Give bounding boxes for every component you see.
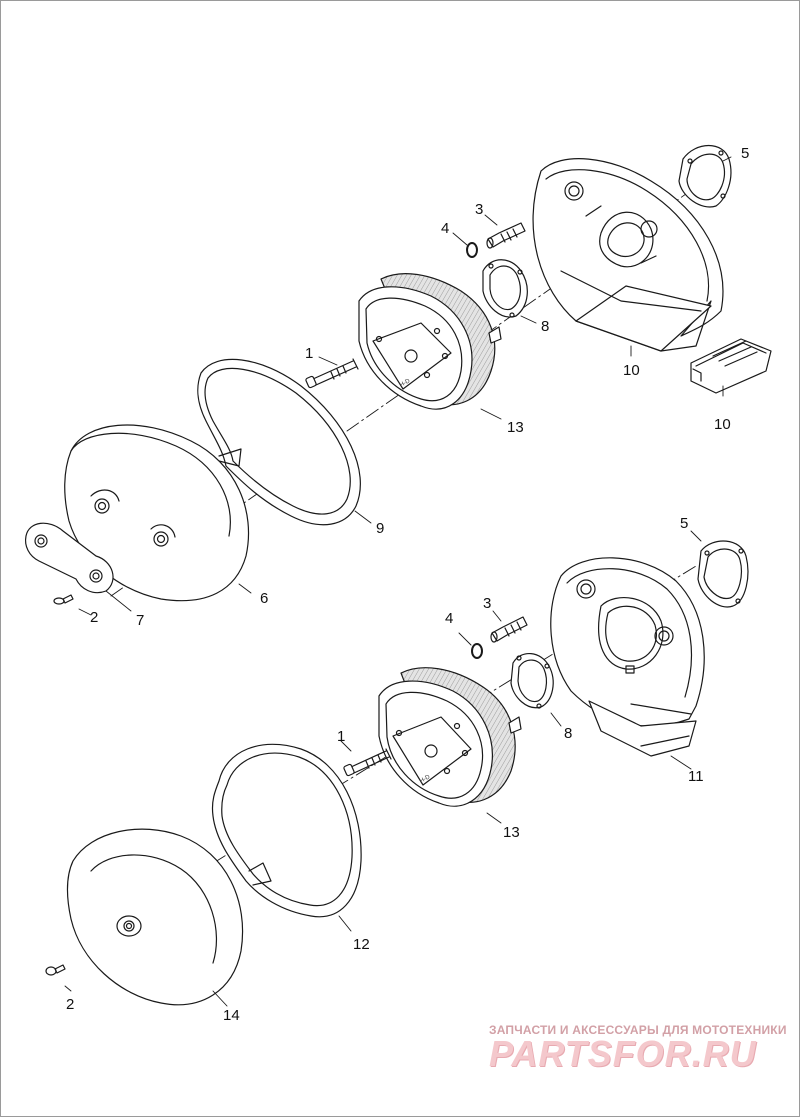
- upper-breather-fitting: [486, 222, 526, 249]
- upper-seal-ring: [197, 358, 361, 526]
- lower-long-bolt: [343, 748, 392, 777]
- callout-lower-13: 13: [503, 824, 520, 841]
- upper-gasket-8: [482, 259, 528, 318]
- lower-seal-ring: [211, 743, 362, 918]
- watermark-subtitle: ЗАПЧАСТИ И АКСЕССУАРЫ ДЛЯ МОТОТЕХНИКИ: [489, 1023, 787, 1037]
- lower-o-ring: [471, 643, 483, 659]
- lower-filter-element: [378, 667, 522, 807]
- callout-upper-5: 5: [741, 145, 749, 162]
- upper-backplate: [532, 158, 724, 352]
- callout-lower-5: 5: [680, 515, 688, 532]
- callout-upper-13: 13: [507, 419, 524, 436]
- callout-lower-8: 8: [564, 725, 572, 742]
- lower-breather-fitting: [490, 616, 528, 643]
- upper-cover: [64, 424, 250, 602]
- lower-callouts: 1 2 3 4 5 8 11 12 13 14: [66, 515, 704, 1024]
- callout-lower-4: 4: [445, 610, 453, 627]
- upper-gasket-5: [678, 145, 732, 208]
- callout-lower-2: 2: [66, 996, 74, 1013]
- callout-upper-8: 8: [541, 318, 549, 335]
- upper-o-ring: [466, 242, 478, 258]
- callout-upper-6: 6: [260, 590, 268, 607]
- upper-screw: [53, 594, 74, 605]
- callout-upper-1: 1: [305, 345, 313, 362]
- upper-filter-element: [358, 273, 502, 410]
- lower-cover: [66, 828, 244, 1006]
- lower-gasket-8: [510, 653, 554, 709]
- upper-long-bolt: [305, 358, 359, 389]
- lower-backplate: [550, 557, 705, 757]
- callout-upper-2: 2: [90, 609, 98, 626]
- callout-upper-9: 9: [376, 520, 384, 537]
- callout-lower-14: 14: [223, 1007, 240, 1024]
- lower-screw: [45, 964, 66, 976]
- upper-callouts: 1 2 3 4 5 6 7 8 9 10 10 13: [90, 145, 749, 629]
- callout-upper-4: 4: [441, 220, 449, 237]
- callout-lower-3: 3: [483, 595, 491, 612]
- callout-upper-3: 3: [475, 201, 483, 218]
- callout-upper-10b: 10: [714, 416, 731, 433]
- callout-lower-11: 11: [688, 768, 704, 785]
- callout-lower-12: 12: [353, 936, 370, 953]
- callout-lower-1: 1: [337, 728, 345, 745]
- leader-lines: [64, 156, 732, 1007]
- upper-filter-logo-text: H-D: [399, 378, 412, 389]
- callout-upper-10a: 10: [623, 362, 640, 379]
- lower-filter-logo-text: H-D: [419, 774, 432, 785]
- watermark-logo: PARTSFOR.RU: [489, 1033, 757, 1074]
- lower-gasket-5: [697, 540, 749, 608]
- upper-intake-duct: [690, 338, 772, 394]
- callout-upper-7: 7: [136, 612, 144, 629]
